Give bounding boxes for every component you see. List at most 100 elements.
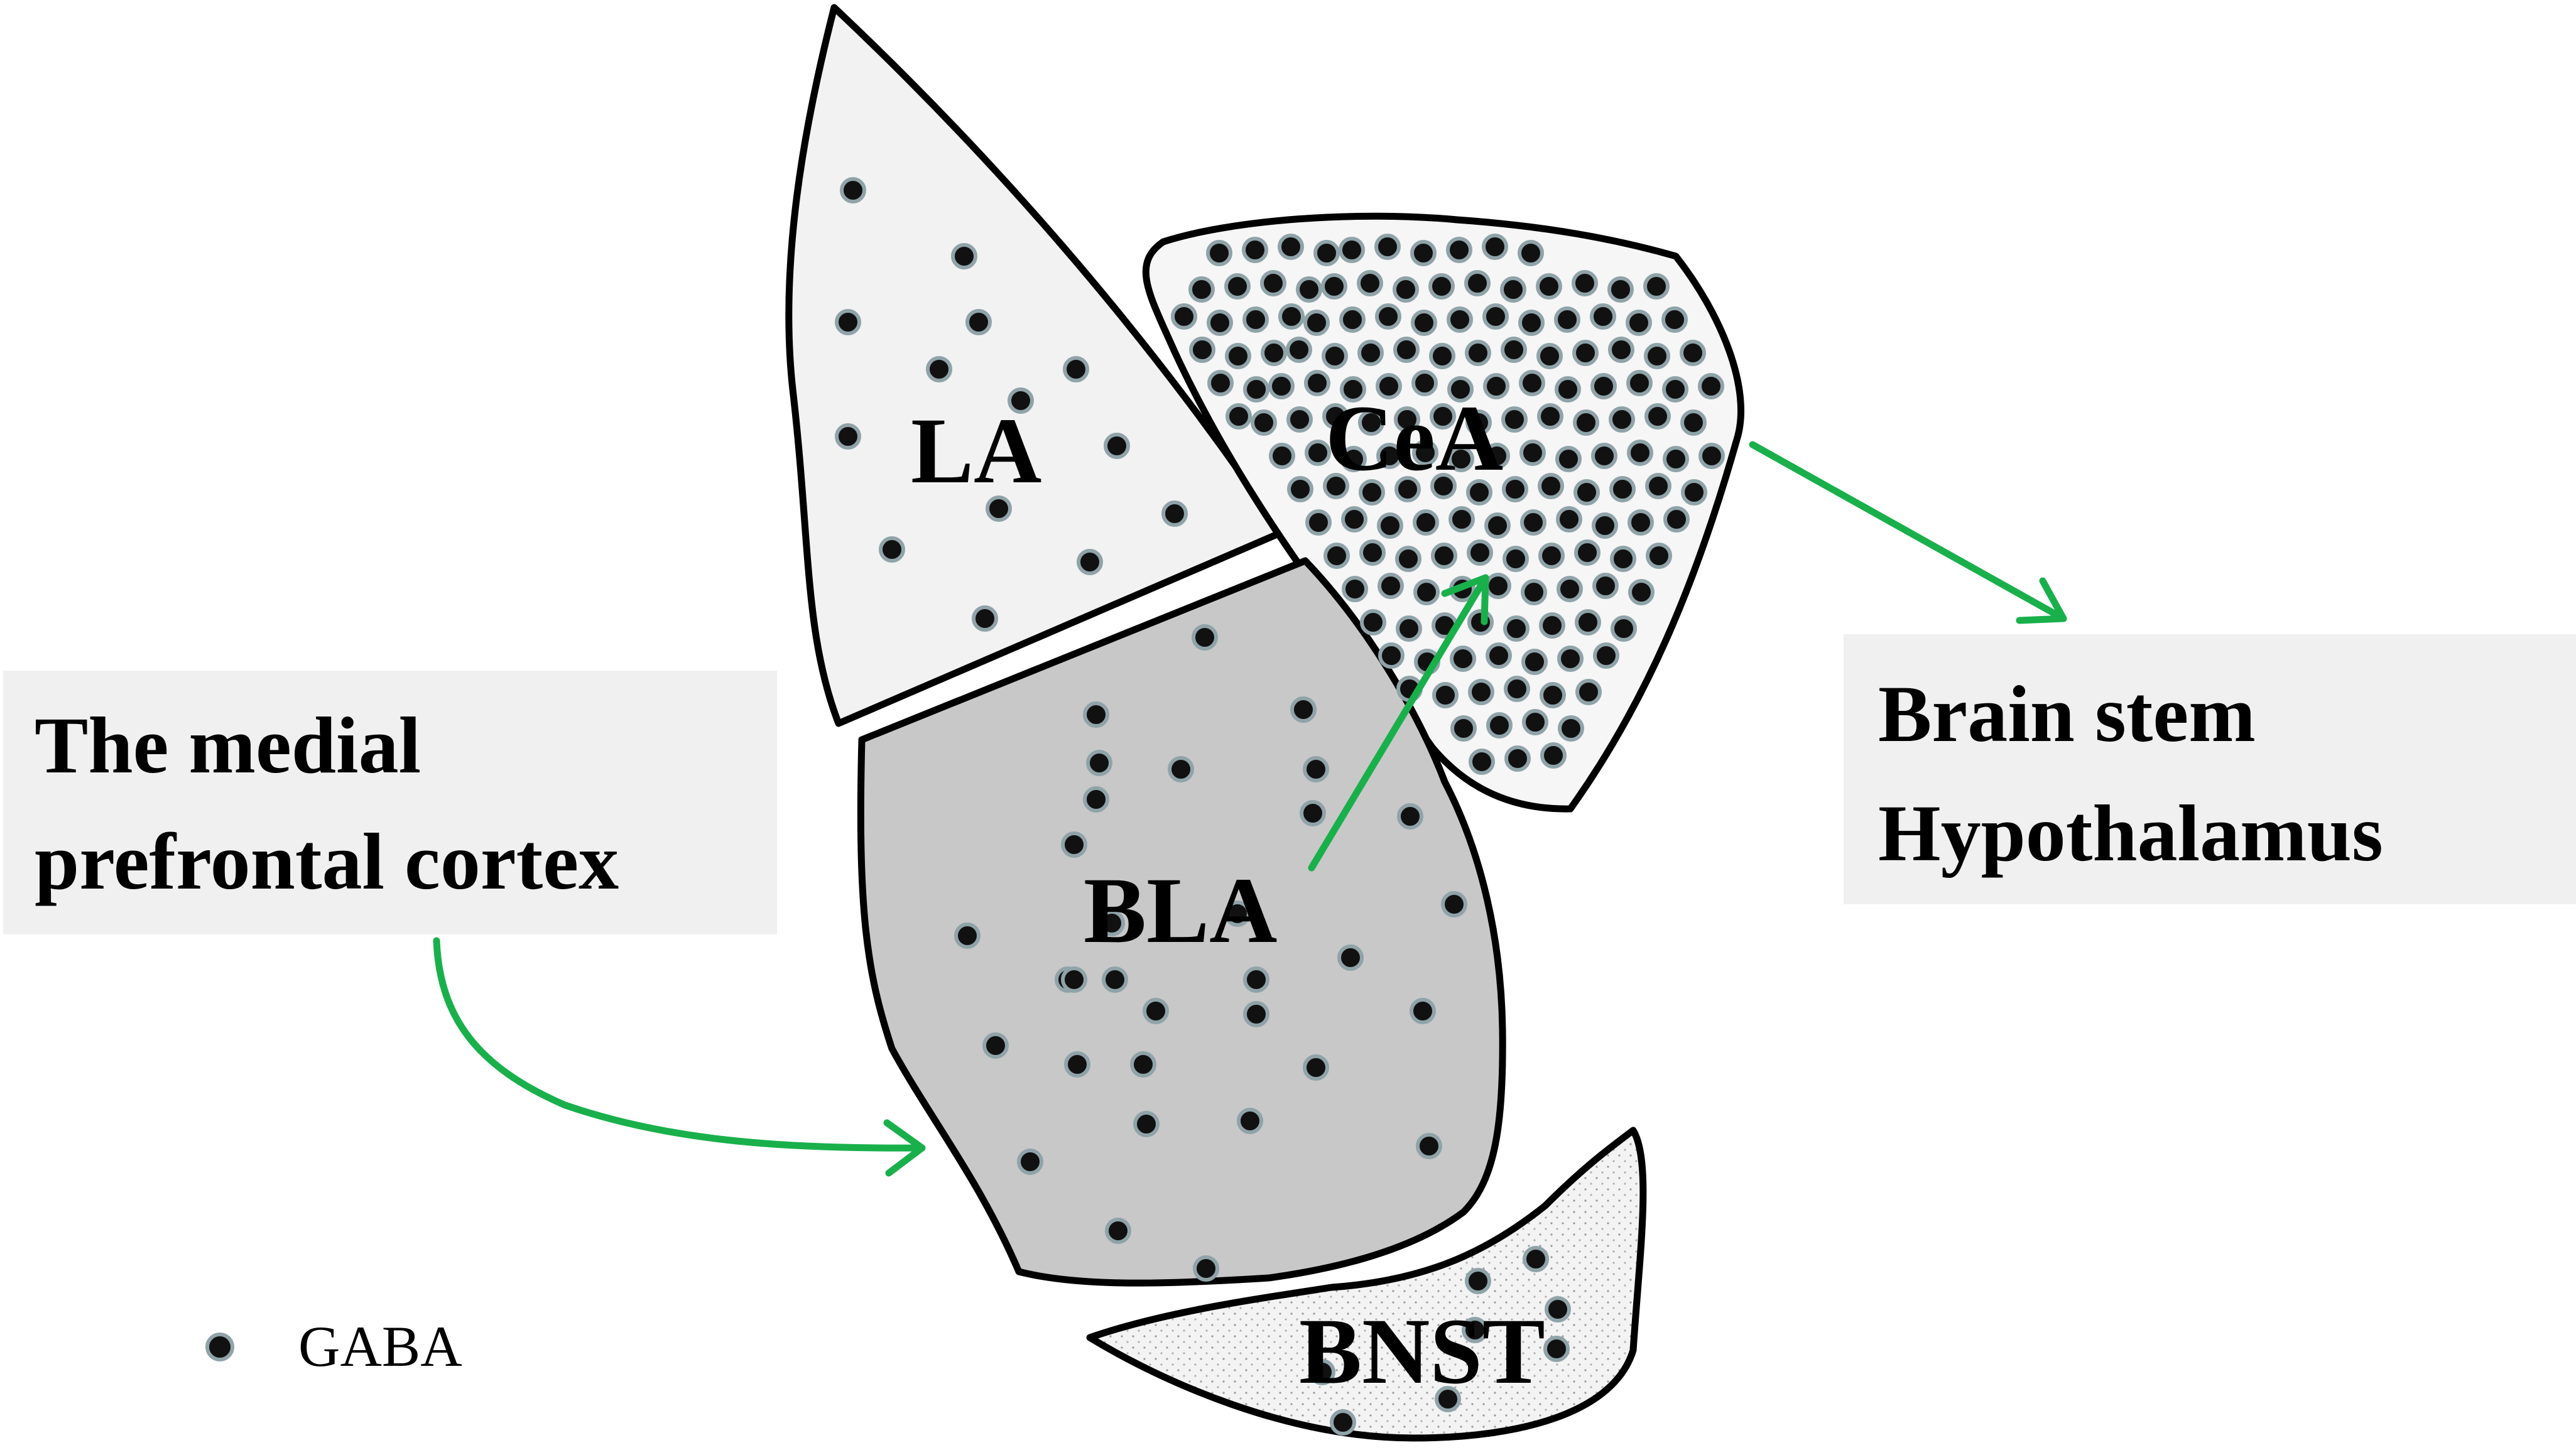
cea-gaba-dot (1680, 340, 1706, 366)
bla-gaba-dot (1303, 1054, 1329, 1081)
gaba-legend-label: GABA (298, 1314, 462, 1378)
cea-gaba-dot (1429, 343, 1455, 369)
cea-gaba-dot (1303, 310, 1330, 336)
cea-gaba-dot (1663, 506, 1690, 533)
cea-gaba-dot (1485, 573, 1511, 599)
cea-gaba-dot (1305, 509, 1332, 536)
cea-gaba-dot (1555, 446, 1582, 472)
cea-gaba-dot (1464, 270, 1491, 296)
bnst-gaba-dot (1435, 1386, 1461, 1412)
cea-gaba-dot (1358, 409, 1384, 436)
mpfc-label-line2: prefrontal cortex (35, 817, 619, 906)
cea-gaba-dot (1644, 343, 1670, 369)
cea-gaba-dot (1446, 237, 1472, 263)
cea-gaba-dot (1467, 539, 1493, 566)
cea-gaba-dot (1339, 237, 1365, 263)
la-gaba-dot (840, 177, 866, 203)
output-label-line1: Brain stem (1878, 669, 2256, 759)
cea-gaba-dot (1225, 343, 1251, 369)
cea-gaba-dot (1376, 443, 1403, 469)
cea-gaba-dot (1486, 712, 1513, 738)
cea-gaba-dot (1393, 276, 1419, 303)
bla-gaba-dot (1130, 1051, 1156, 1078)
la-gaba-dot (926, 356, 952, 382)
bla-gaba-dot (1237, 1108, 1263, 1134)
cea-gaba-dot (1378, 573, 1404, 599)
cea-gaba-dot (1626, 370, 1653, 396)
cea-gaba-dot (1323, 543, 1350, 569)
cea-gaba-dot (1698, 443, 1725, 469)
bla-gaba-dot (1061, 831, 1087, 858)
cea-gaba-dot (1536, 273, 1562, 300)
mpfc-label-line1: The medial (35, 701, 421, 790)
cea-gaba-dot (1341, 506, 1367, 533)
cea-gaba-dot (1467, 609, 1494, 636)
la-region (785, 4, 1285, 727)
cea-gaba-dot (1503, 615, 1530, 642)
cea-gaba-dot (1339, 306, 1366, 333)
bla-gaba-dot (1224, 901, 1251, 927)
output-box (1844, 634, 2576, 904)
cea-gaba-dot (1171, 303, 1197, 330)
cea-gaba-dot (1557, 576, 1583, 602)
cea-gaba-dot (1681, 479, 1707, 506)
cea-gaba-dot (1411, 310, 1437, 336)
cea-gaba-dot (1484, 443, 1510, 469)
cea-gaba-dot (1188, 276, 1215, 303)
cea-gaba-dot (1375, 303, 1401, 330)
cea-gaba-dot (1469, 749, 1495, 775)
cea-gaba-dot (1226, 403, 1252, 430)
cea-gaba-dot (1465, 340, 1491, 366)
cea-gaba-dot (1518, 240, 1544, 266)
cea-gaba-dot (1558, 715, 1584, 742)
bla-gaba-dot (1083, 701, 1109, 728)
cea-gaba-dot (1304, 370, 1330, 396)
mpfc-to-bla-arrow (433, 937, 926, 1177)
cea-gaba-dot (1377, 512, 1403, 539)
cea-gaba-dot (1573, 479, 1600, 506)
cea-gaba-dot (1393, 337, 1420, 363)
bla-gaba-dot (1143, 998, 1169, 1024)
cea-gaba-dot (1592, 573, 1619, 599)
la-gaba-dot (951, 243, 977, 269)
cea-gaba-dot (1412, 440, 1438, 466)
bla-gaba-dot (1416, 1133, 1442, 1159)
la-gaba-dot (1161, 500, 1188, 527)
cea-gaba-dot (1519, 440, 1546, 466)
bla-gaba-dot (1192, 624, 1218, 651)
cea-gaba-dot (1501, 337, 1527, 363)
cea-gaba-dot (1643, 273, 1670, 300)
cea-gaba-dot (1448, 446, 1474, 472)
cea-gaba-dot (1242, 237, 1268, 263)
cea-gaba-dot (1342, 576, 1368, 602)
bnst-region (1086, 1127, 1647, 1442)
bla-gaba-dot (1133, 1111, 1160, 1137)
bla-gaba-dot (1086, 750, 1112, 776)
la-label: LA (911, 399, 1041, 503)
la-gaba-dot (1077, 549, 1103, 575)
cea-gaba-dot (1609, 476, 1636, 502)
cea-gaba-dot (1607, 276, 1634, 303)
cea-gaba-dot (1430, 473, 1457, 499)
bla-gaba-dot (1303, 756, 1329, 782)
cea-gaba-dot (1224, 273, 1251, 300)
cea-gaba-dot (1538, 473, 1564, 499)
bla-gaba-dot (1441, 891, 1467, 917)
cea-gaba-dot (1261, 340, 1287, 366)
cea-gaba-dot (1296, 276, 1322, 303)
cea-gaba-dot (1450, 715, 1477, 742)
cea-gaba-dot (1322, 403, 1349, 430)
cea-gaba-dot (1242, 306, 1269, 333)
bla-gaba-dot (1243, 966, 1269, 993)
cea-gaba-dot (1357, 340, 1384, 366)
cea-gaba-dot (1610, 546, 1636, 572)
cea-gaba-dot (1537, 403, 1563, 430)
cea-gaba-dot (1555, 376, 1581, 403)
cea-gaba-dot (1340, 376, 1366, 403)
cea-gaba-dot (1483, 373, 1509, 399)
bla-gaba-dot (1064, 1051, 1090, 1078)
cea-gaba-dot (1189, 337, 1215, 363)
cea-gaba-dot (1268, 373, 1295, 399)
cea-gaba-dot (1207, 310, 1233, 336)
bla-gaba-dot (1017, 1149, 1043, 1175)
